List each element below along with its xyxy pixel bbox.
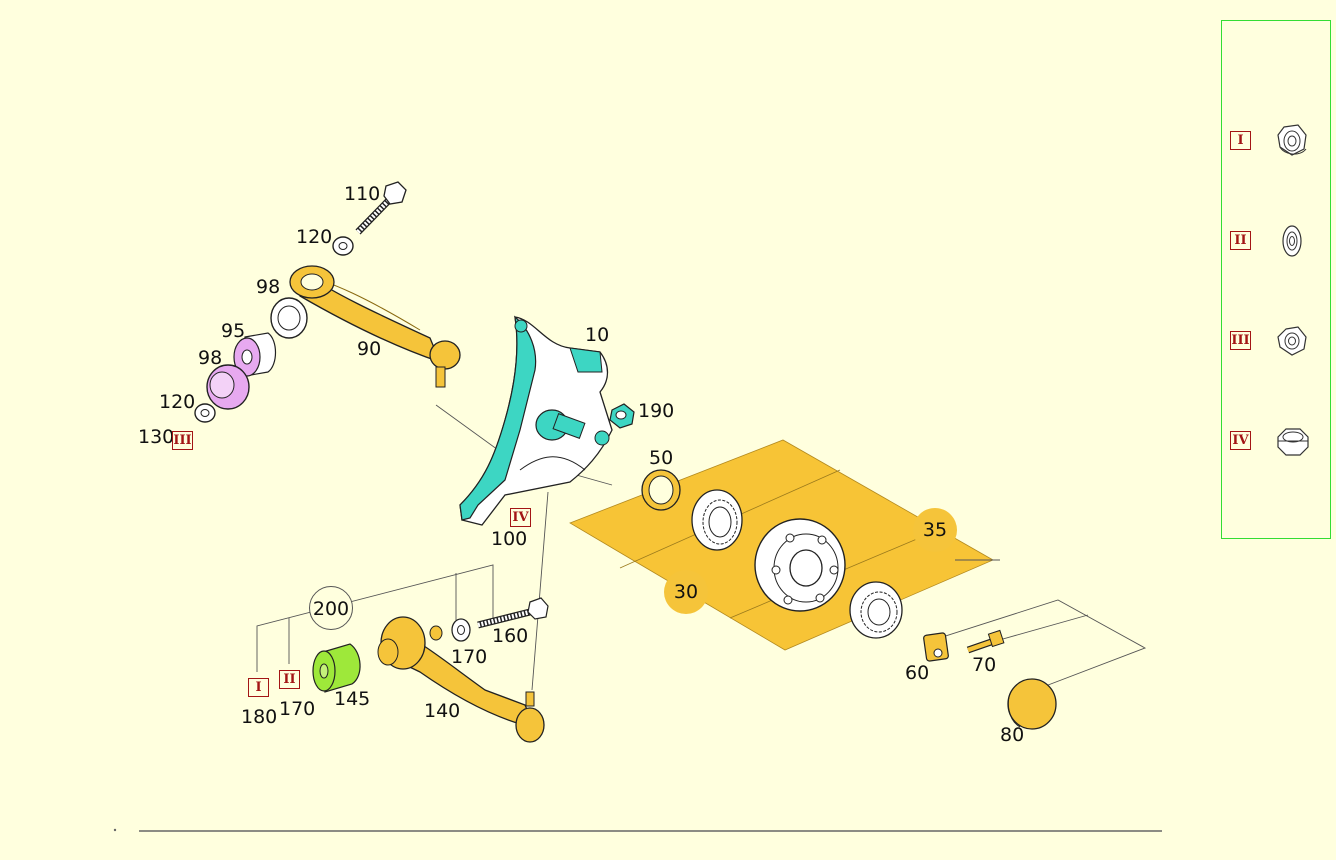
callout-100: 100 (491, 528, 528, 550)
callout-180: 180 (241, 706, 278, 728)
callout-98-top: 98 (256, 276, 281, 298)
bushing-145 (312, 643, 361, 693)
clamp-nut-60 (923, 632, 949, 662)
seal-ring-50 (641, 469, 681, 511)
wheel-bearing-outer (849, 581, 903, 639)
washer-120-bottom (194, 403, 216, 423)
callout-190: 190 (638, 400, 675, 422)
bolt-70 (966, 629, 1005, 654)
marker-iii[interactable]: III (172, 431, 193, 450)
upper-control-arm-90 (289, 265, 461, 388)
marker-ii[interactable]: II (279, 670, 300, 689)
bushing-98-top (270, 297, 308, 339)
washer-nut-icon (1282, 225, 1302, 257)
callout-70: 70 (972, 654, 997, 676)
callout-145: 145 (334, 688, 371, 710)
callout-140: 140 (424, 700, 461, 722)
callout-120-bottom: 120 (159, 391, 196, 413)
callout-10: 10 (585, 324, 610, 346)
flange-nut-icon (1277, 124, 1307, 156)
marker-i[interactable]: I (248, 678, 269, 697)
hex-nut-icon (1277, 326, 1307, 356)
callout-90: 90 (357, 338, 382, 360)
bolt-160 (477, 597, 549, 629)
legend-marker-iv[interactable]: IV (1230, 431, 1251, 450)
callout-120-top: 120 (296, 226, 333, 248)
wheel-bearing-inner (691, 489, 743, 551)
callout-110: 110 (344, 183, 381, 205)
callout-80: 80 (1000, 724, 1025, 746)
lower-control-arm-140 (377, 616, 545, 743)
fastener-legend-panel: I II III IV (1221, 20, 1331, 539)
callout-60: 60 (905, 662, 930, 684)
bolt-110 (355, 181, 407, 235)
callout-170-washer: 170 (451, 646, 488, 668)
bushing-95 (233, 332, 277, 377)
callout-35-kit: 35 (913, 508, 957, 552)
marker-iv[interactable]: IV (510, 508, 531, 527)
callout-200-kit: 200 (309, 586, 353, 630)
callout-30-kit: 30 (664, 570, 708, 614)
callout-50: 50 (649, 447, 674, 469)
nut-190 (609, 403, 635, 429)
washer-120-top (332, 236, 354, 256)
callout-98-bottom: 98 (198, 347, 223, 369)
castle-nut-icon (1277, 428, 1309, 456)
bushing-98-bottom (206, 364, 250, 410)
washer-170 (451, 618, 471, 642)
callout-95: 95 (221, 320, 246, 342)
steering-knuckle-10 (459, 315, 613, 526)
legend-marker-iii[interactable]: III (1230, 331, 1251, 350)
wheel-hub-flange (754, 518, 846, 612)
legend-marker-i[interactable]: I (1230, 131, 1251, 150)
hub-cap-80 (1007, 678, 1057, 730)
legend-marker-ii[interactable]: II (1230, 231, 1251, 250)
callout-130: 130 (138, 426, 175, 448)
callout-160: 160 (492, 625, 529, 647)
callout-170-bushing: 170 (279, 698, 316, 720)
